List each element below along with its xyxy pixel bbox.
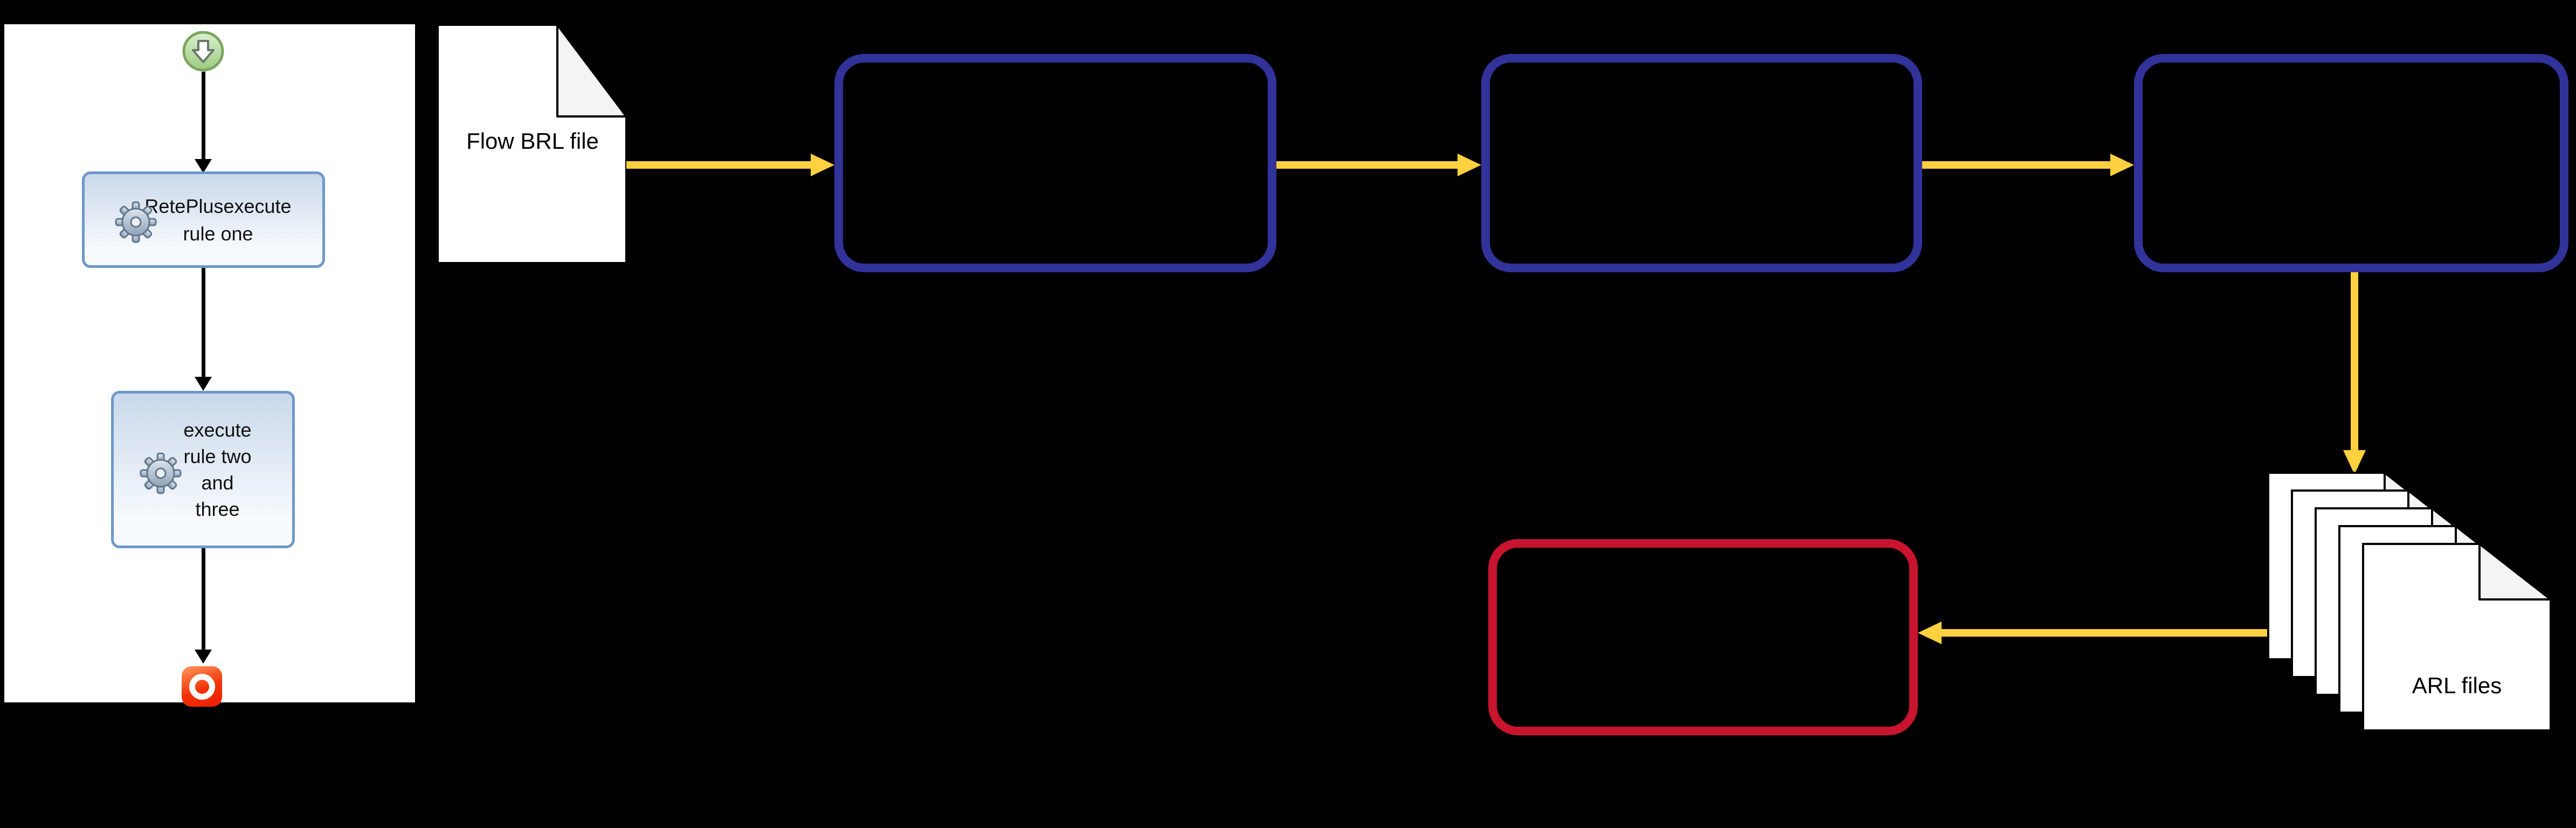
arrow-step3-to-arl	[2351, 272, 2358, 450]
task-label: execute rule two and three	[183, 419, 252, 520]
flow-connector-line	[202, 72, 205, 161]
arrow-down-icon	[195, 159, 212, 173]
process-box-2	[1481, 54, 1922, 272]
ruleflow-panel: RetePlusexecute rule one	[4, 24, 415, 707]
stop-ring-icon	[189, 673, 215, 700]
arrow-left-icon	[1918, 622, 1942, 644]
flow-connector-line	[202, 548, 205, 650]
arl-stack-label: ARL files	[2412, 673, 2502, 698]
arrow-right-icon	[1458, 154, 1481, 176]
result-box	[1488, 539, 1918, 735]
arrow-step1-to-step2	[1276, 161, 1460, 169]
arrow-down-icon	[195, 650, 212, 664]
task-box-rule-one: RetePlusexecute rule one	[82, 171, 325, 268]
arrow-down-icon	[2343, 450, 2366, 474]
arl-file-page-front	[2362, 543, 2552, 732]
brl-document-icon	[437, 24, 627, 264]
start-icon	[182, 31, 224, 72]
flow-connector-line	[202, 268, 205, 377]
arrow-arl-to-result	[1942, 629, 2267, 637]
arrow-right-icon	[2110, 154, 2134, 176]
process-box-1	[834, 54, 1276, 272]
arrow-brl-to-step1	[626, 161, 813, 169]
task-label: RetePlusexecute rule one	[144, 195, 292, 245]
arrow-down-icon	[195, 377, 212, 391]
gear-icon	[115, 201, 157, 243]
brl-document-label: Flow BRL file	[466, 128, 599, 154]
arrow-right-icon	[811, 154, 834, 176]
arrow-step2-to-step3	[1922, 161, 2112, 169]
stop-icon	[182, 666, 222, 707]
gear-icon	[140, 452, 182, 494]
process-box-3	[2134, 54, 2568, 272]
